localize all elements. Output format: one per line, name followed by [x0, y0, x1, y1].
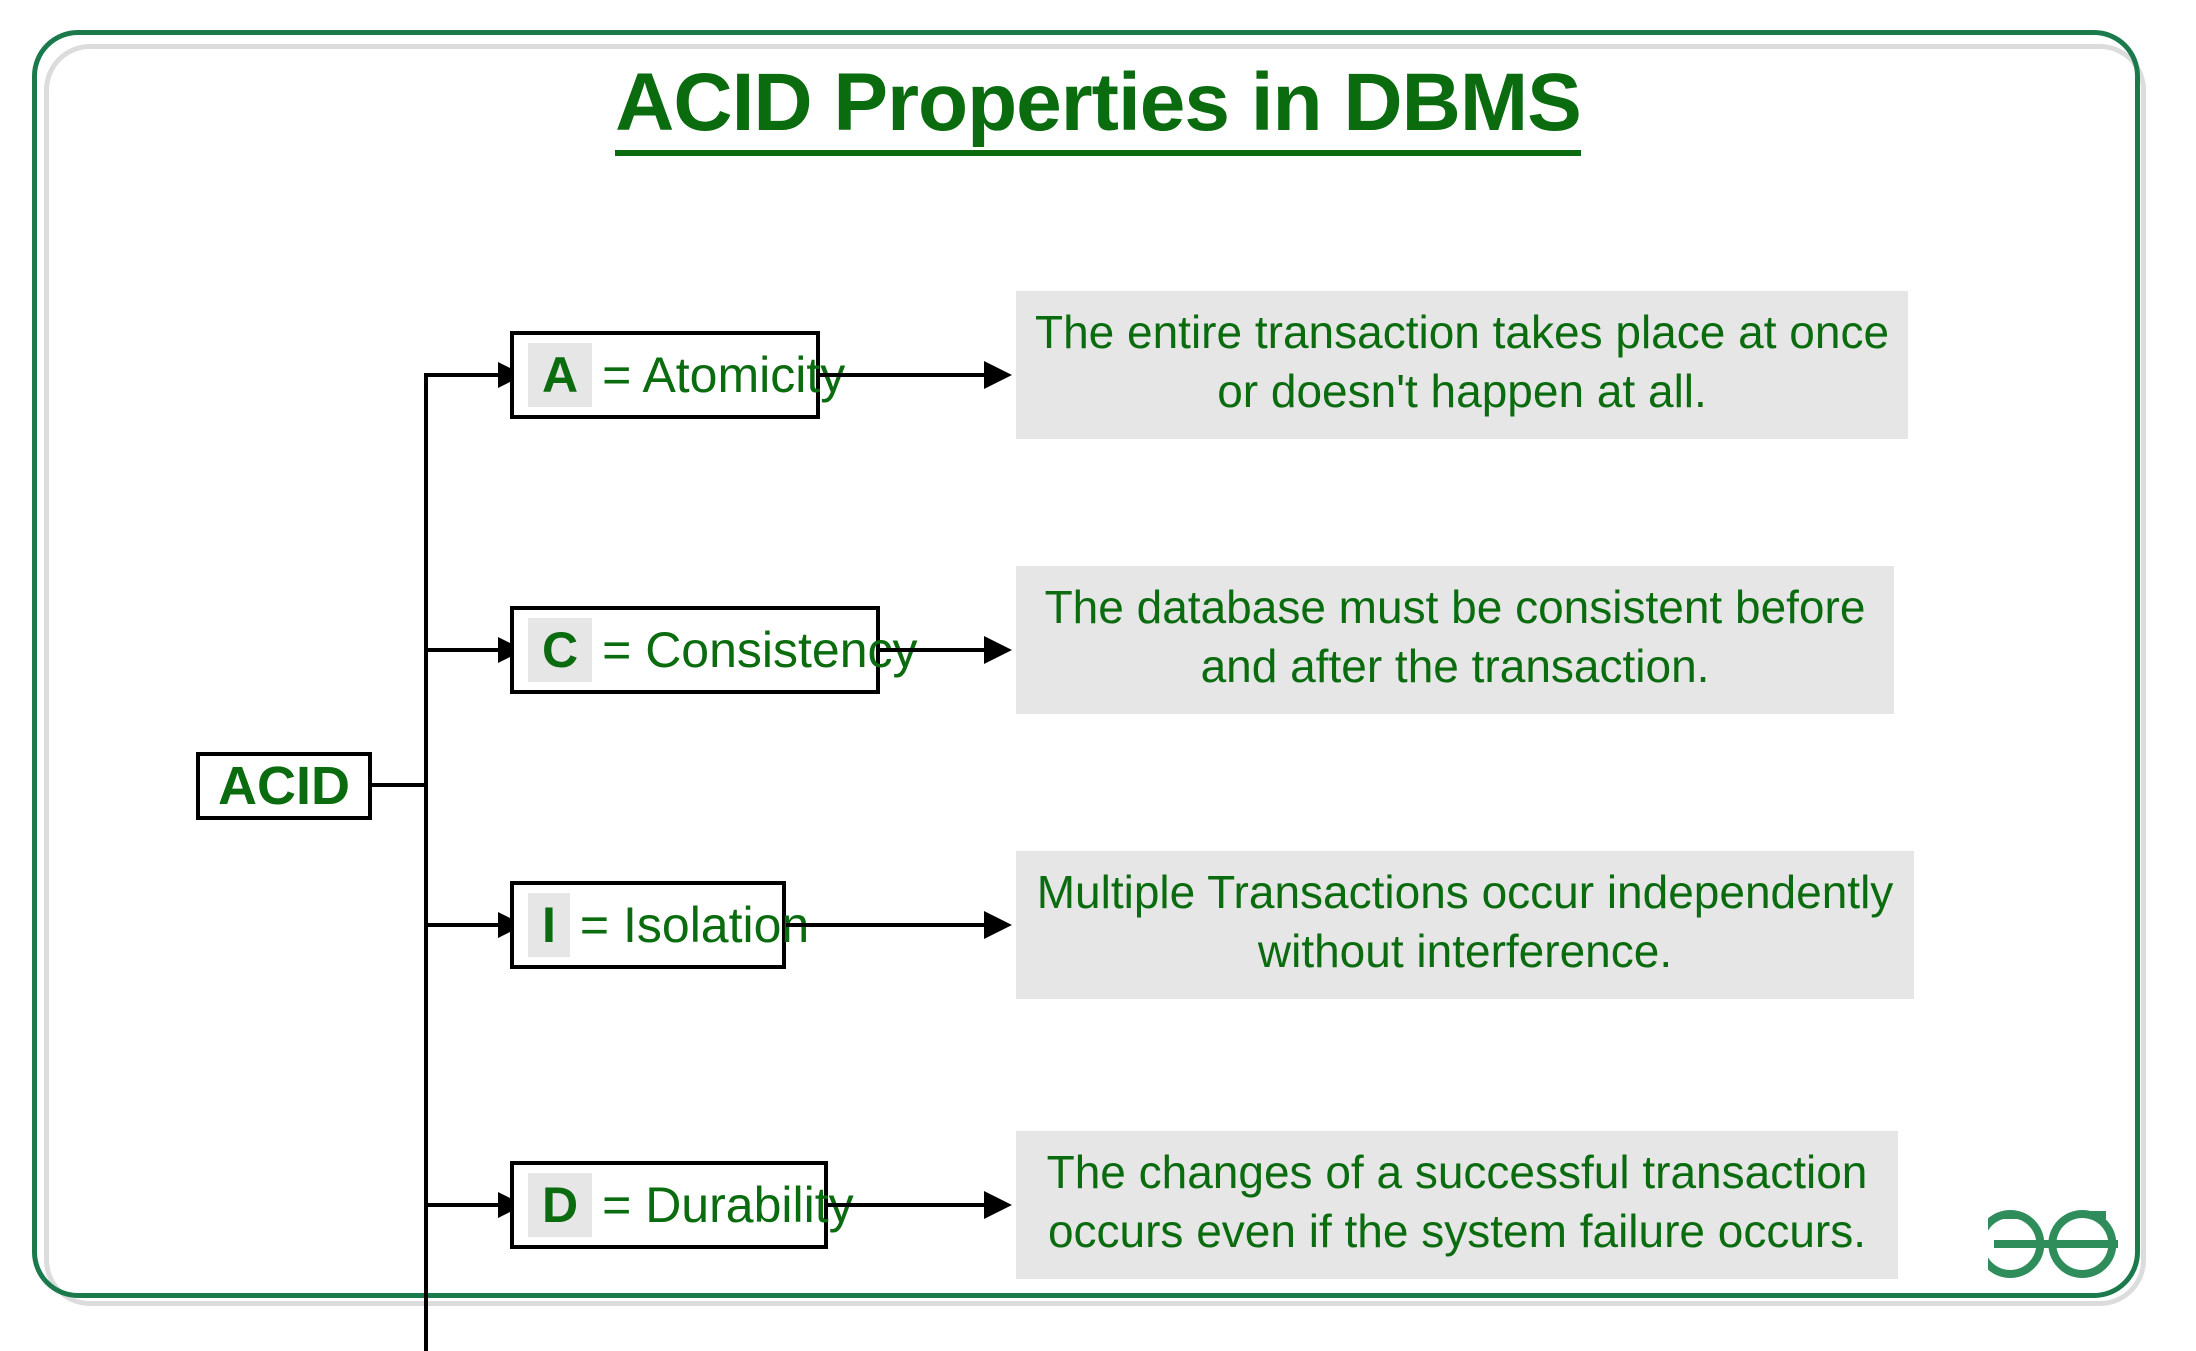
description-box-durability: The changes of a successful transaction … [1016, 1131, 1898, 1279]
property-box-isolation: I = Isolation [510, 881, 809, 969]
property-letter-isolation: I [528, 893, 570, 957]
desc-arrow-head-consistency [984, 636, 1012, 664]
page-title: ACID Properties in DBMS [0, 62, 2196, 156]
desc-arrow-head-durability [984, 1191, 1012, 1219]
connector-branch-consistency [424, 648, 502, 652]
connector-branch-atomicity [424, 373, 502, 377]
desc-arrow-line-durability [828, 1203, 988, 1207]
description-box-consistency: The database must be consistent before a… [1016, 566, 1894, 714]
connector-branch-durability [424, 1203, 502, 1207]
page-title-text: ACID Properties in DBMS [615, 62, 1582, 156]
description-box-isolation: Multiple Transactions occur independentl… [1016, 851, 1914, 999]
property-box-atomicity: A = Atomicity [510, 331, 845, 419]
frame-shadow [44, 44, 2146, 1306]
desc-arrow-head-isolation [984, 911, 1012, 939]
geeksforgeeks-logo-icon [1976, 1210, 2118, 1278]
outer-frame [32, 30, 2140, 1298]
property-letter-atomicity: A [528, 343, 593, 407]
property-label-durability: = Durability [602, 1177, 854, 1233]
desc-arrow-line-consistency [880, 648, 988, 652]
acid-root-label: ACID [218, 756, 350, 816]
property-letter-durability: D [528, 1173, 593, 1237]
connector-stem [372, 783, 428, 787]
property-box-consistency: C = Consistency [510, 606, 918, 694]
property-box-durability: D = Durability [510, 1161, 854, 1249]
geeksforgeeks-logo [1976, 1189, 2138, 1299]
property-label-consistency: = Consistency [602, 622, 918, 678]
connector-trunk [424, 375, 428, 1351]
description-box-atomicity: The entire transaction takes place at on… [1016, 291, 1908, 439]
property-label-isolation: = Isolation [579, 897, 810, 953]
desc-arrow-head-atomicity [984, 361, 1012, 389]
desc-arrow-line-isolation [786, 923, 988, 927]
acid-root-box: ACID [196, 752, 372, 820]
property-letter-consistency: C [528, 618, 593, 682]
connector-branch-isolation [424, 923, 502, 927]
desc-arrow-line-atomicity [820, 373, 988, 377]
property-label-atomicity: = Atomicity [602, 347, 846, 403]
